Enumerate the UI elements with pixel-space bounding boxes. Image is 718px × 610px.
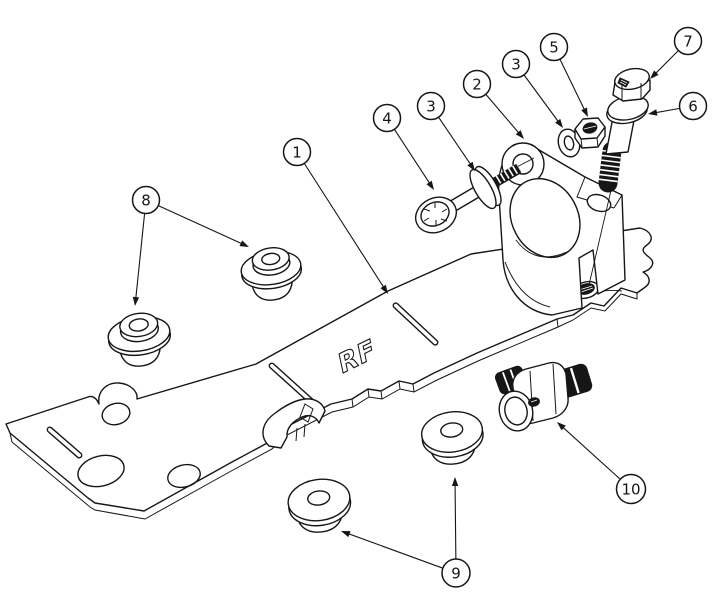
plate-hole-top	[101, 402, 131, 426]
callout-balloon-6	[678, 91, 708, 121]
clamp-top-hole	[586, 193, 612, 213]
callout-balloon-3	[416, 91, 446, 121]
callout-number: 3	[511, 55, 521, 73]
callout-10: 10	[557, 422, 647, 505]
callout-balloon-10	[615, 473, 647, 505]
callout-balloon-1	[282, 137, 312, 167]
callout-layer: 1 2 3 3 4 5 6 7 8 9 10	[131, 26, 708, 588]
callout-number: 8	[141, 191, 151, 209]
leader-line	[558, 422, 621, 480]
callout-number: 9	[451, 564, 461, 582]
leader-arrowhead	[132, 296, 140, 306]
leader-arrowhead	[380, 284, 388, 294]
long-flange-bolt	[588, 67, 651, 286]
threaded-fitting	[494, 361, 593, 432]
callout-8: 8	[131, 185, 249, 306]
callout-number: 7	[683, 32, 693, 50]
leader-arrowhead	[648, 109, 658, 116]
leader-line	[454, 478, 457, 560]
leader-arrowhead	[650, 70, 659, 79]
leader-arrowhead	[451, 477, 459, 487]
leader-arrowhead	[557, 422, 566, 431]
leader-arrowhead	[555, 118, 563, 128]
callout-6: 6	[648, 91, 708, 121]
grommet-8-upper	[240, 247, 303, 301]
leader-line	[303, 163, 388, 293]
callout-number: 1	[292, 143, 302, 161]
callout-number: 3	[426, 97, 436, 115]
callout-9: 9	[341, 477, 471, 588]
callout-number: 10	[621, 480, 640, 498]
flange-nut	[574, 117, 606, 149]
callout-3: 3	[416, 91, 475, 171]
leader-arrowhead	[239, 240, 249, 247]
leader-line	[438, 116, 475, 170]
plate-slot-mid-right	[392, 302, 439, 346]
callout-number: 4	[382, 109, 392, 127]
plate-hole-large	[77, 454, 125, 488]
leader-line	[559, 58, 588, 116]
head-marking	[617, 77, 630, 88]
leader-line	[158, 205, 248, 247]
clamp-ear-hole	[512, 153, 534, 175]
callout-balloon-4	[372, 103, 402, 133]
leader-line	[393, 129, 434, 189]
callout-balloon-5	[539, 32, 569, 62]
small-washer	[469, 165, 502, 210]
leader-arrowhead	[515, 130, 524, 139]
leader-line	[134, 213, 146, 305]
plate-right-end-thickness	[557, 293, 638, 328]
leader-arrowhead	[341, 531, 351, 538]
plate-slot-left	[46, 426, 83, 459]
leader-arrowhead	[581, 107, 588, 117]
leader-line	[342, 531, 444, 569]
leader-arrowhead	[467, 161, 475, 171]
callout-7: 7	[650, 26, 703, 79]
mounting-plate	[5, 227, 654, 520]
callout-number: 5	[549, 38, 559, 56]
callout-balloon-9	[441, 558, 471, 588]
leader-line	[485, 93, 524, 138]
grommet-9-left	[287, 478, 352, 533]
small-flange-bolt	[414, 163, 522, 234]
callout-number: 2	[472, 75, 482, 93]
callout-balloon-3	[501, 49, 531, 79]
leader-line	[523, 74, 563, 127]
callout-balloon-8	[131, 185, 161, 215]
leader-arrowhead	[426, 180, 434, 190]
callout-number: 6	[688, 97, 698, 115]
callout-balloon-7	[673, 26, 703, 56]
grommet-9-right	[420, 411, 484, 465]
callout-1: 1	[282, 137, 388, 294]
clamp-bore	[509, 177, 581, 259]
plate-thickness-edge	[9, 318, 559, 520]
callout-4: 4	[372, 103, 434, 190]
plate-hole-medium	[167, 463, 201, 489]
grommet-8-lower	[107, 312, 172, 367]
callout-5: 5	[539, 32, 588, 117]
callout-balloon-2	[462, 69, 492, 99]
callout-2: 2	[462, 69, 524, 139]
callout-3: 3	[501, 49, 563, 128]
large-washer	[606, 95, 649, 125]
plate-hook-tab	[262, 398, 326, 449]
